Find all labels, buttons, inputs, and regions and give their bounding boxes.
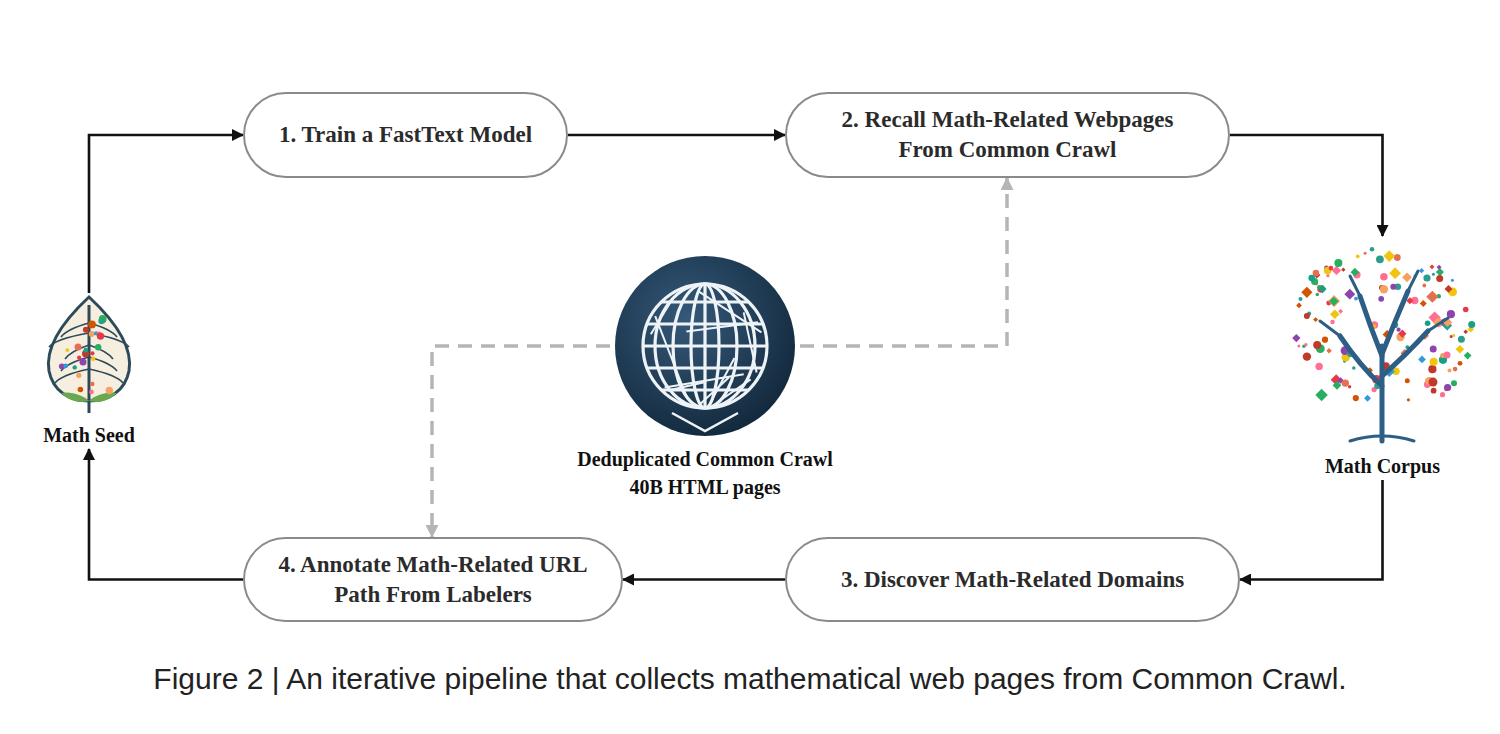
icon-caption: Deduplicated Common Crawl 40B HTML pages	[560, 445, 850, 501]
process-box: 3. Discover Math-Related Domains	[785, 537, 1240, 622]
step-label: 2. Recall Math-Related Webpages From Com…	[817, 105, 1198, 165]
icon-caption: Math Corpus	[1325, 452, 1440, 480]
tree-illustration	[1280, 236, 1485, 446]
flow-arrow	[623, 578, 785, 581]
process-box: 4. Annotate Math-Related URL Path From L…	[243, 537, 623, 622]
step-label: 1. Train a FastText Model	[279, 120, 532, 150]
flow-arrow	[89, 449, 243, 580]
flow-arrow	[89, 135, 243, 293]
math-seed-icon: Math Seed	[28, 293, 150, 449]
dashed-arrow	[432, 346, 610, 537]
icon-caption: Math Seed	[43, 421, 135, 449]
process-box: 1. Train a FastText Model	[243, 92, 568, 178]
math-corpus-icon: Math Corpus	[1275, 236, 1490, 480]
leaf-illustration	[39, 293, 139, 415]
flow-arrow	[1240, 480, 1383, 580]
dashed-arrow	[800, 178, 1007, 346]
process-box: 2. Recall Math-Related Webpages From Com…	[785, 92, 1230, 178]
flow-arrow	[1230, 135, 1383, 236]
step-label: 3. Discover Math-Related Domains	[841, 565, 1184, 595]
step-label: 4. Annotate Math-Related URL Path From L…	[275, 550, 591, 610]
figure-caption: Figure 2 | An iterative pipeline that co…	[20, 662, 1480, 696]
globe-illustration	[612, 253, 798, 439]
flow-arrow	[568, 134, 785, 137]
common-crawl-icon: Deduplicated Common Crawl 40B HTML pages	[555, 253, 855, 501]
